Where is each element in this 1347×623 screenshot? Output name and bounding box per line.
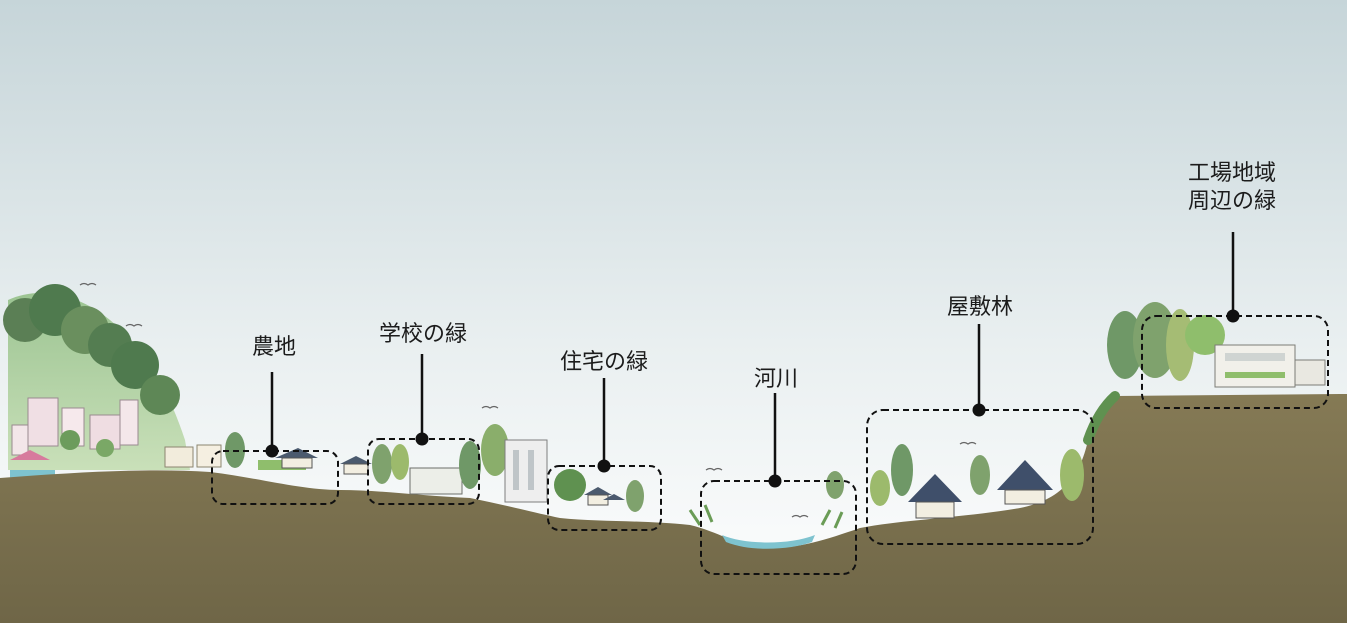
river-illustration [688,471,844,549]
residential-illustration [554,469,644,512]
leader-lines [270,232,1235,481]
label-estate-forest: 屋敷林 [946,295,1014,320]
factory-illustration [1185,315,1326,388]
callout-box-factory [1141,315,1329,409]
label-factory-green: 工場地域 周辺の緑 [1188,160,1276,216]
school-illustration [372,424,548,503]
left-hill-town [3,284,190,478]
leader-dots [265,309,1240,488]
birds [79,282,977,518]
left-buildings [164,444,222,468]
estate-forest-illustration [870,444,1084,519]
label-factory-green-line2: 周辺の緑 [1187,189,1277,214]
label-river: 河川 [753,367,799,392]
label-school-green: 学校の緑 [378,322,468,347]
label-factory-green-line1: 工場地域 [1187,161,1277,186]
callout-box-estate-forest [866,409,1094,545]
label-farmland: 農地 [251,335,297,360]
label-residential-green: 住宅の緑 [559,350,649,375]
ground [0,394,1347,623]
plateau-slope-vegetation [1083,302,1194,445]
